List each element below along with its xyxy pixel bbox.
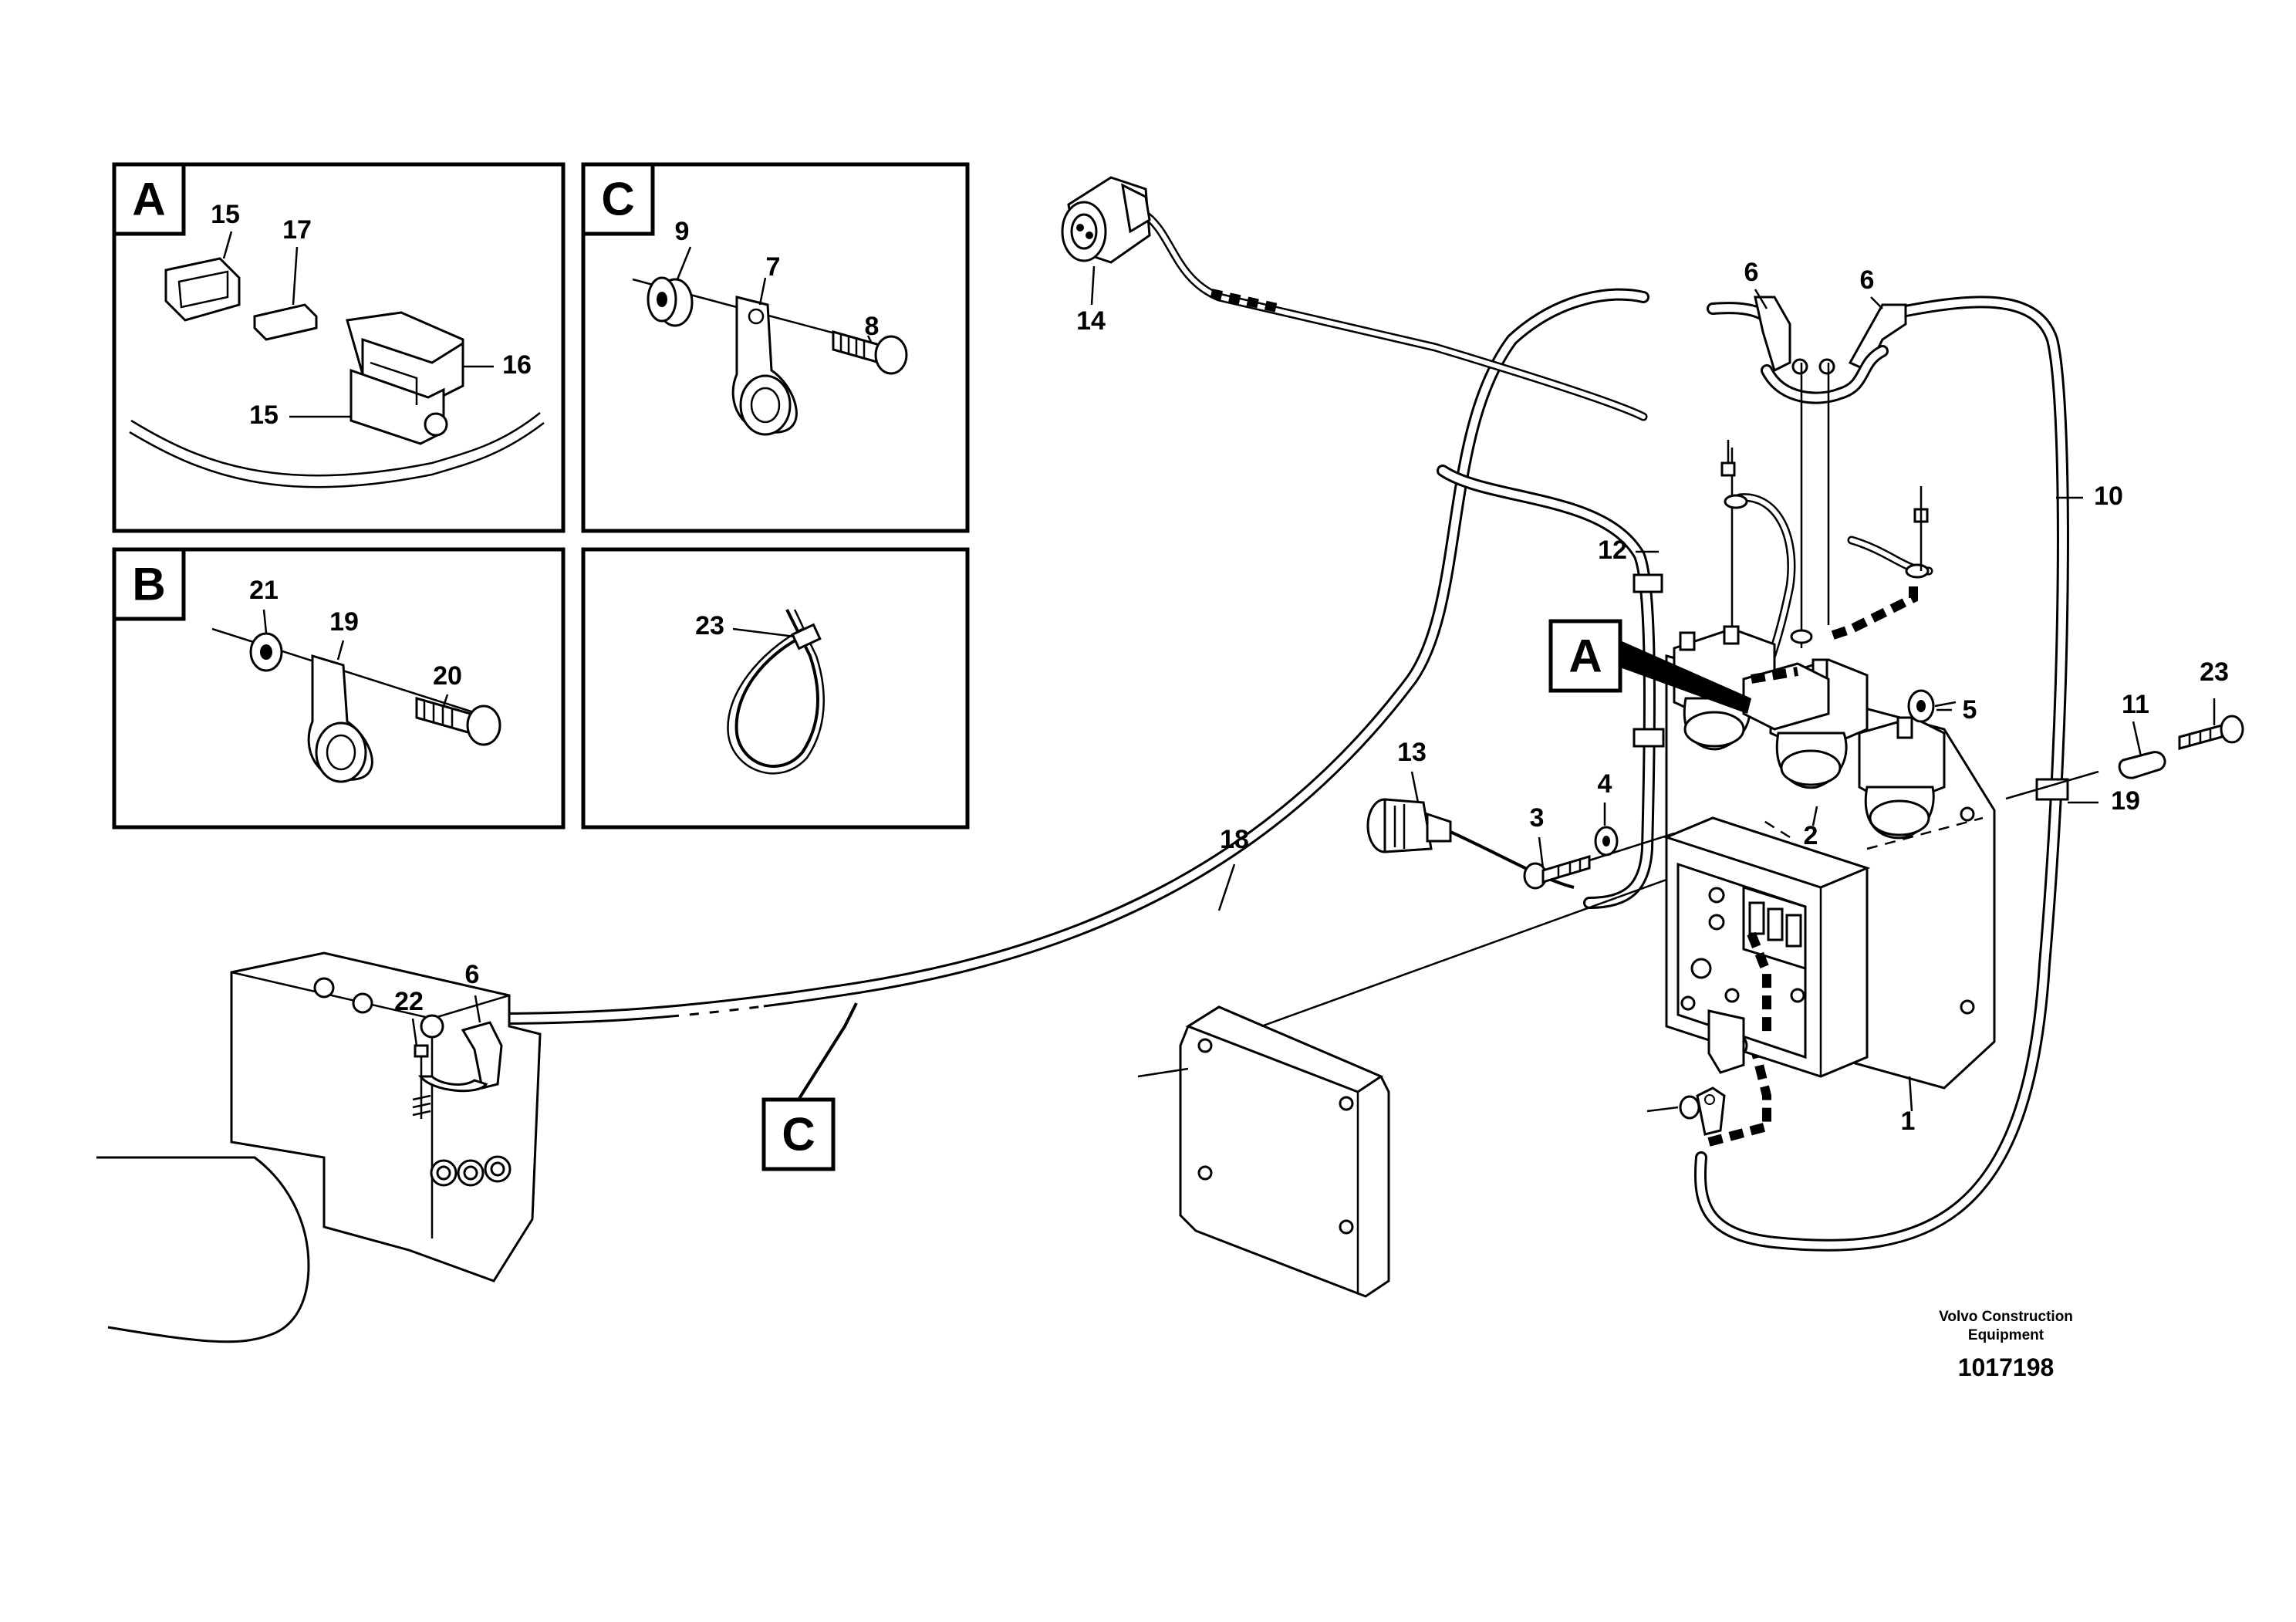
elbow-fitting-icon <box>412 1021 503 1119</box>
part-label-22: 22 <box>394 987 424 1016</box>
clamp-19-icon <box>2005 770 2099 801</box>
part-label-10: 10 <box>2094 482 2123 511</box>
detail-panel-cable-tie: 23 <box>581 547 970 830</box>
fuse-holder-icon <box>1742 662 1830 731</box>
label-15-lower: 15 <box>249 400 279 430</box>
bolt-23-icon <box>2178 715 2244 750</box>
label-8: 8 <box>865 312 880 341</box>
part-label-12: 12 <box>1598 536 1627 565</box>
panel-b-letter: B <box>132 559 165 610</box>
part-label-19: 19 <box>2111 786 2140 816</box>
wire-14 <box>1137 208 1648 421</box>
part-label-23: 23 <box>2200 657 2229 687</box>
cable-tie-icon <box>727 609 825 775</box>
detail-panel-a: A 15 17 16 15 <box>112 162 566 533</box>
label-16: 16 <box>502 350 532 380</box>
clamp-icon <box>1633 728 1665 748</box>
title-block: Volvo Construction Equipment 1017198 <box>1939 1309 2073 1381</box>
washer-4-icon <box>1594 826 1619 857</box>
part-label-1: 1 <box>1901 1107 1916 1136</box>
label-21: 21 <box>249 576 279 605</box>
bolt-3-icon <box>1523 854 1591 890</box>
relay-icon <box>1858 716 1946 840</box>
label-23-detail: 23 <box>695 611 724 640</box>
junction-box-icon <box>1663 816 1871 1078</box>
part-label-6c: 6 <box>465 960 480 989</box>
label-7: 7 <box>766 252 781 282</box>
elbow-fitting-icon <box>1707 296 1907 404</box>
connector-14-icon <box>1061 176 1151 264</box>
part-label-6a: 6 <box>1744 258 1759 287</box>
part-label-13: 13 <box>1397 738 1427 767</box>
label-15-upper: 15 <box>211 200 240 229</box>
part-label-11: 11 <box>2122 690 2149 719</box>
label-20: 20 <box>433 661 462 691</box>
callout-a-letter: A <box>1568 630 1602 682</box>
panel-c-letter: C <box>601 174 634 225</box>
spacer-11-icon <box>2118 751 2166 779</box>
fuse-icon <box>253 303 318 341</box>
brand-line-1: Volvo Construction <box>1939 1309 2073 1325</box>
detail-panel-c: C 9 7 8 <box>581 162 970 533</box>
callout-a: A <box>1548 619 1751 714</box>
valve-block-icon <box>96 951 542 1343</box>
part-label-6b: 6 <box>1860 265 1875 295</box>
washer-icon <box>249 632 283 672</box>
label-17: 17 <box>282 215 312 245</box>
clamp-icon <box>1633 573 1663 593</box>
part-label-14: 14 <box>1076 306 1106 336</box>
detail-panel-b: B 21 19 20 <box>112 547 566 830</box>
label-19-detail: 19 <box>329 607 359 637</box>
leader-lines <box>411 265 2216 1112</box>
hose-18 <box>488 288 1649 1025</box>
spacer-icon <box>647 276 694 327</box>
callout-c-letter: C <box>782 1109 815 1161</box>
panel-a-badge <box>112 162 186 236</box>
callout-c: C <box>761 1002 858 1171</box>
panel-a-letter: A <box>132 174 165 225</box>
washer-5-icon <box>1907 689 1957 723</box>
panel-c-badge <box>581 162 655 236</box>
label-9: 9 <box>675 217 690 246</box>
panel-b-badge <box>112 547 186 621</box>
connector-13-icon <box>1366 798 1575 889</box>
part-label-18: 18 <box>1220 825 1249 854</box>
hose-12 <box>1437 465 1656 909</box>
cover-plate-icon <box>1179 1005 1390 1298</box>
part-label-5: 5 <box>1963 695 1977 725</box>
fuse-cover-icon <box>164 257 241 322</box>
hose-clamp-icon <box>731 296 798 436</box>
bolt-icon <box>832 330 908 375</box>
part-label-2: 2 <box>1804 821 1818 850</box>
clamp-icon <box>307 654 373 783</box>
ground-strap-icon <box>1646 1086 1726 1136</box>
bolt-icon <box>415 697 501 746</box>
drawing-number: 1017198 <box>1958 1353 2055 1381</box>
part-label-3: 3 <box>1530 803 1545 833</box>
fuse-holder-icon <box>346 311 464 445</box>
brand-line-2: Equipment <box>1968 1327 2044 1343</box>
part-label-4: 4 <box>1598 769 1612 799</box>
